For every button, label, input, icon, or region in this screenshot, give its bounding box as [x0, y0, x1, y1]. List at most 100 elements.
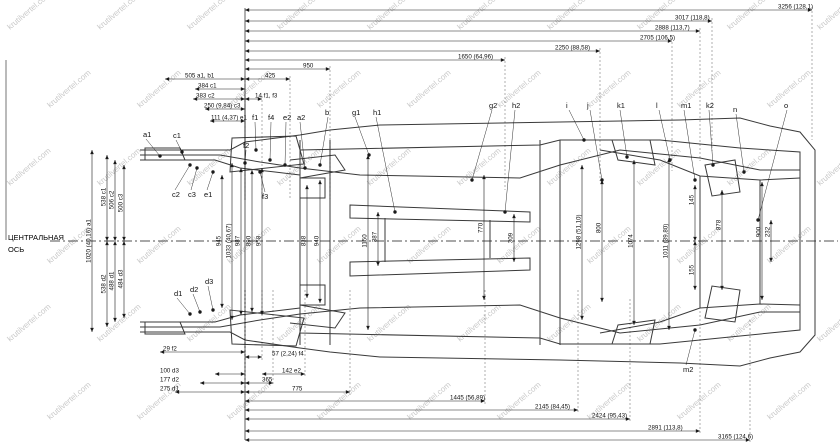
vertical-dimension: 538 d2: [101, 241, 109, 327]
measurement-point: l: [656, 101, 672, 162]
vertical-dimension: 1020 (40,16) a1: [86, 150, 94, 332]
watermark-text: krutilvertel.com: [586, 224, 633, 266]
centerline-label-line2: ОСЬ: [8, 245, 24, 254]
vertical-dimension-label: 506 c2: [109, 190, 116, 209]
vertical-dimension-label: 1150: [362, 234, 369, 248]
measurement-point: h1: [373, 108, 397, 214]
watermark-text: krutilvertel.com: [816, 302, 840, 344]
watermark-text: krutilvertel.com: [546, 0, 593, 32]
top-dimension-label: 425: [265, 73, 276, 80]
vertical-dimension-label: 1074: [628, 234, 635, 248]
top-dimension: 14 f1, f3: [245, 93, 278, 200]
top-dimension: 2705 (106,5): [245, 35, 675, 171]
vertical-dimension: 488 d1: [109, 241, 117, 322]
watermark-text: krutilvertel.com: [6, 302, 53, 344]
top-dimension-group: 3256 (128,1)3017 (118,8)2888 (113,7)2705…: [165, 4, 813, 200]
watermark-text: krutilvertel.com: [316, 380, 363, 422]
vertical-dimension: 1033 (40,67): [226, 163, 234, 320]
vertical-dimension-label: 900: [756, 226, 763, 237]
measurement-point-label: e1: [204, 190, 212, 199]
vertical-dimension-label: 1033 (40,67): [226, 223, 233, 258]
measurement-point-label: j: [586, 101, 589, 110]
watermark-text: krutilvertel.com: [496, 224, 543, 266]
top-dimension: 425: [245, 73, 291, 200]
bottom-dimension-label: 2145 (84,45): [535, 404, 570, 411]
vertical-dimension: 770: [478, 175, 486, 300]
top-dimension-label: 111 (4,37) e1: [211, 115, 247, 122]
measurement-point-label: c3: [188, 190, 196, 199]
measurement-point-label: l: [656, 101, 658, 110]
vehicle-body-outline: [140, 117, 816, 367]
vertical-dimension: 900: [756, 182, 764, 300]
top-dimension: 950: [245, 63, 331, 199]
top-dimension-label: 505 a1, b1: [185, 73, 215, 80]
bottom-dimension-label: 2424 (95,43): [592, 413, 627, 420]
vertical-dimension-label: 1011 (39,80): [663, 224, 670, 259]
bottom-dimension: 1445 (56,89): [245, 290, 486, 404]
measurement-point: o: [756, 101, 788, 222]
measurement-point-label: d1: [174, 289, 182, 298]
measurement-point-label: a2: [297, 113, 305, 122]
measurement-point: n: [733, 105, 746, 174]
vertical-dimension-label: 500 c3: [118, 193, 125, 212]
bottom-dimension-label: 100 d3: [160, 368, 179, 375]
measurement-point: h2: [503, 101, 520, 214]
vertical-dimension: 1011 (39,80): [663, 158, 671, 330]
measurement-point: d3: [205, 277, 215, 312]
bottom-dimension-label: 142 e2: [282, 368, 301, 375]
watermark-text: krutilvertel.com: [816, 146, 840, 188]
watermark-text: krutilvertel.com: [186, 0, 233, 32]
vertical-dimension: 1074: [628, 160, 636, 325]
top-dimension-label: 14 f1, f3: [255, 93, 278, 100]
bottom-dimension-label: 3165 (124,6): [718, 434, 753, 441]
top-dimension: 2250 (88,58): [245, 45, 601, 181]
watermark-text: krutilvertel.com: [276, 0, 323, 32]
measurement-point: a2: [297, 113, 307, 170]
top-dimension: 111 (4,37) e1: [210, 115, 247, 200]
vertical-dimension: 940: [314, 180, 322, 303]
watermark-text: krutilvertel.com: [316, 224, 363, 266]
measurement-point-label: b: [325, 108, 329, 117]
watermark-text: krutilvertel.com: [136, 224, 183, 266]
vertical-dimension-label: 309: [508, 232, 515, 243]
bottom-dimension: 2424 (95,43): [245, 299, 631, 422]
bottom-dimension-label: 1445 (56,89): [450, 395, 485, 402]
vertical-dimension: 838: [301, 185, 309, 298]
bottom-dimension-label: 275 d1: [160, 386, 179, 393]
measurement-point: f3: [258, 170, 268, 201]
measurement-point: g2: [470, 101, 497, 182]
bottom-dimension: 775: [245, 290, 351, 395]
watermark-text: krutilvertel.com: [136, 68, 183, 110]
top-dimension-label: 3256 (128,1): [778, 4, 813, 11]
measurement-point-label: n: [733, 105, 737, 114]
watermark-text: krutilvertel.com: [766, 380, 813, 422]
watermark-text: krutilvertel.com: [766, 224, 813, 266]
watermark-text: krutilvertel.com: [636, 302, 683, 344]
vertical-dimension-label: 1298 (51,10): [576, 214, 583, 249]
watermark-text: krutilvertel.com: [366, 0, 413, 32]
measurement-point: g1: [352, 108, 371, 157]
watermark-text: krutilvertel.com: [496, 380, 543, 422]
vertical-dimension-label: 890: [246, 235, 253, 246]
watermark-text: krutilvertel.com: [456, 0, 503, 32]
vertical-dimension-label: 155: [689, 264, 696, 275]
top-dimension: 1650 (64,96): [245, 54, 506, 190]
measurement-point: c1: [173, 131, 184, 154]
measurement-point: j: [586, 101, 604, 182]
bottom-dimension: 2145 (84,45): [245, 290, 579, 413]
measurement-point-label: h2: [512, 101, 520, 110]
measurement-point-label: f3: [262, 192, 268, 201]
measurement-point: d1: [174, 289, 192, 316]
measurement-point: f1: [252, 113, 258, 152]
watermark-text: krutilvertel.com: [46, 68, 93, 110]
bottom-dimension-label: 775: [292, 386, 303, 393]
vertical-dimension: 155: [689, 241, 697, 290]
vertical-dimension-label: 770: [478, 222, 485, 233]
watermark-text: krutilvertel.com: [366, 146, 413, 188]
measurement-point-label: d2: [190, 285, 198, 294]
measurement-point-label: h1: [373, 108, 381, 117]
vertical-dimension: 145: [689, 185, 697, 241]
watermark-text: krutilvertel.com: [186, 146, 233, 188]
vertical-dimension-label: 484 d3: [118, 269, 125, 288]
